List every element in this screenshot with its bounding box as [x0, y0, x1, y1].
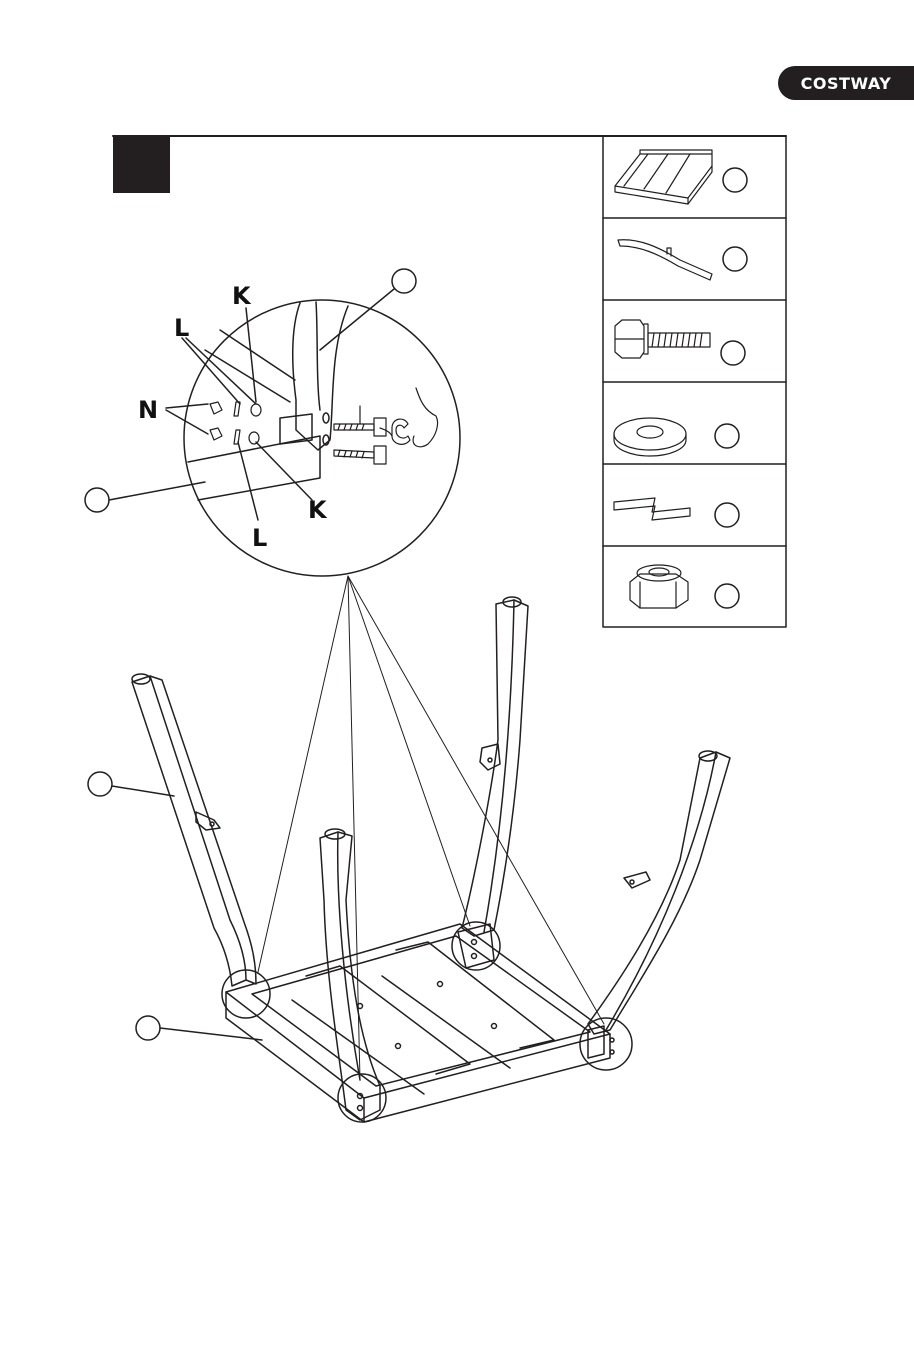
- label-n: N: [138, 396, 158, 424]
- label-k-top: K: [232, 282, 252, 310]
- table-frame-icon: [615, 150, 712, 204]
- detail-leg: [293, 303, 348, 450]
- flat-washer-icon: [614, 418, 686, 456]
- part-label-circle: [85, 488, 109, 512]
- step-number-box: [113, 136, 170, 193]
- label-k-bottom: K: [308, 496, 328, 524]
- detail-rail: [188, 436, 320, 500]
- parts-list-panel: [603, 136, 786, 627]
- table-frame-assembly: [226, 924, 610, 1122]
- hex-nut-icon: [630, 565, 688, 608]
- label-l-top: L: [174, 314, 189, 342]
- part-label-circle: [723, 168, 747, 192]
- bolt-icon: [615, 320, 710, 358]
- part-label-circle: [715, 584, 739, 608]
- spring-washer-icon: [614, 498, 690, 520]
- label-l-bottom: L: [252, 524, 267, 552]
- table-leg-back-left: [132, 674, 256, 986]
- part-label-circle: [721, 341, 745, 365]
- table-leg-front-right: [588, 751, 730, 1058]
- table-leg-back-right: [458, 597, 528, 968]
- part-label-circle: [88, 772, 112, 796]
- part-label-circle: [715, 503, 739, 527]
- part-label-circle: [723, 247, 747, 271]
- part-label-circle: [715, 424, 739, 448]
- detail-circle: [184, 300, 460, 576]
- part-label-circle: [136, 1016, 160, 1040]
- leg-icon: [618, 240, 712, 280]
- detail-bolts: [334, 388, 438, 464]
- part-label-circle: [392, 269, 416, 293]
- detail-fasteners-left: [210, 402, 261, 444]
